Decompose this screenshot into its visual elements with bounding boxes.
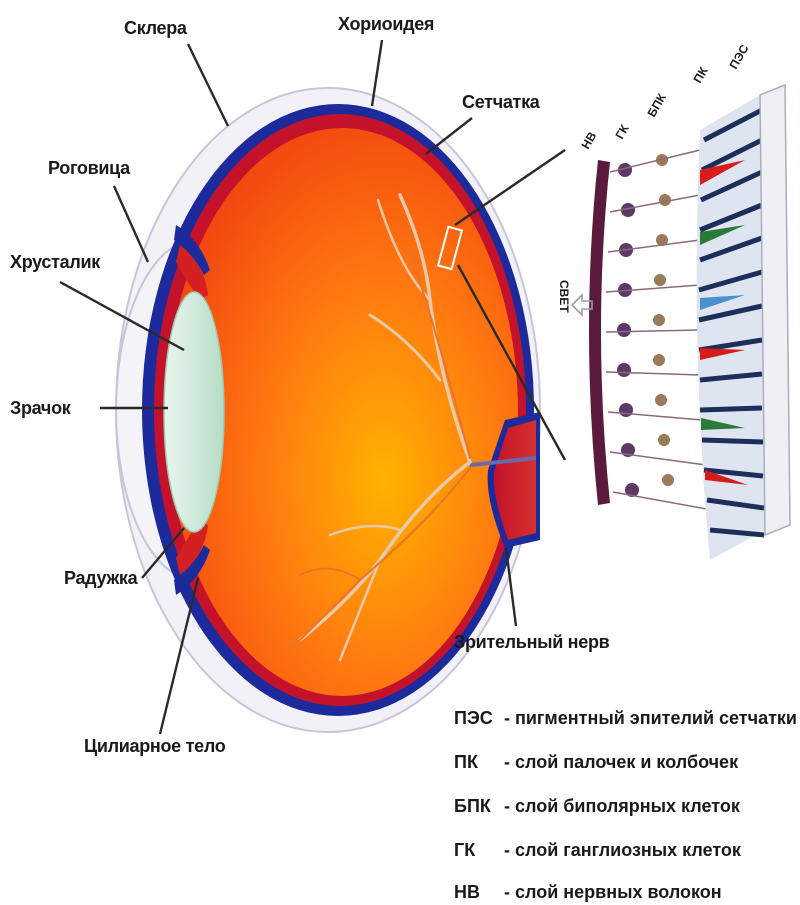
label-light: СВЕТ	[557, 280, 571, 313]
legend-desc: - слой биполярных клеток	[504, 796, 741, 816]
layer-abbr-gk: ГК	[612, 122, 632, 142]
light-arrow	[572, 295, 592, 315]
pointer-cornea	[114, 186, 148, 262]
legend-desc: - слой нервных волокон	[504, 882, 722, 902]
layer-abbr-bpk: БПК	[644, 91, 669, 120]
ganglion-cells	[617, 163, 639, 497]
legend-desc: - слой палочек и колбочек	[504, 752, 739, 772]
lens	[164, 292, 224, 532]
legend-desc: - слой ганглиозных клеток	[504, 840, 742, 860]
legend-abbr: ПЭС	[454, 708, 493, 728]
label-ciliary-body: Цилиарное тело	[84, 736, 226, 756]
label-choroid: Хориоидея	[338, 14, 434, 34]
label-cornea: Роговица	[48, 158, 131, 178]
legend: ПЭС - пигментный эпителий сетчатки ПК - …	[454, 708, 797, 902]
legend-desc: - пигментный эпителий сетчатки	[504, 708, 797, 728]
legend-abbr: НВ	[454, 882, 480, 902]
layer-abbr-pk: ПК	[690, 64, 710, 85]
legend-abbr: ГК	[454, 840, 476, 860]
label-optic-nerve: Зрительный нерв	[454, 632, 610, 652]
legend-abbr: БПК	[454, 796, 492, 816]
label-lens: Хрусталик	[10, 252, 101, 272]
layer-abbr-nv: НВ	[578, 129, 599, 151]
label-iris: Радужка	[64, 568, 139, 588]
label-sclera: Склера	[124, 18, 188, 38]
label-pupil: Зрачок	[10, 398, 72, 418]
retina-closeup	[572, 85, 790, 560]
label-retina: Сетчатка	[462, 92, 541, 112]
legend-abbr: ПК	[454, 752, 479, 772]
pointer-sclera	[188, 44, 228, 126]
pigment-epithelium	[760, 85, 790, 535]
layer-abbr-pes: ПЭС	[726, 42, 751, 72]
